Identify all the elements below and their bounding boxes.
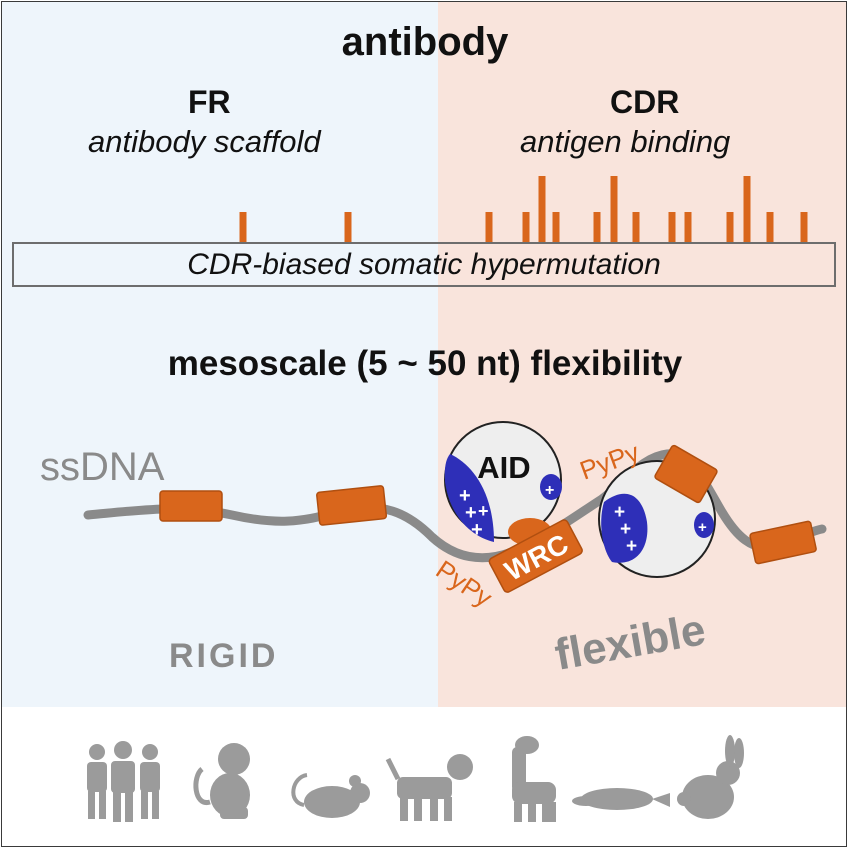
cdr-mutation-tick [522, 212, 530, 242]
dna-segment [654, 444, 718, 504]
svg-text:+: + [620, 519, 631, 540]
shm-label: CDR-biased somatic hypermutation [187, 248, 661, 281]
mutation-ticks [239, 176, 808, 242]
rigid-label: RIGID [169, 637, 278, 675]
fr-heading: FR [188, 84, 231, 120]
ssdna-label: ssDNA [40, 445, 165, 489]
flexible-label: flexible [551, 605, 709, 680]
cdr-mutation-tick [552, 212, 560, 242]
monkey-icon [193, 743, 250, 819]
cdr-mutation-tick [538, 176, 546, 242]
mouse-icon [291, 773, 370, 818]
aid-enzyme: + + + + + [444, 421, 562, 542]
figure-title: antibody [341, 20, 509, 64]
llama-icon [512, 736, 556, 822]
cdr-mutation-tick [610, 176, 618, 242]
mutation-and-dna-diagram: + + + + + AID + + + + WRC ssDNA PyPy P [40, 176, 827, 680]
cdr-heading: CDR [610, 84, 680, 120]
platypus-icon [572, 788, 670, 810]
shm-banner [12, 242, 836, 287]
dna-segment [159, 490, 223, 522]
svg-text:+: + [626, 536, 637, 557]
fr-subtitle: antibody scaffold [88, 124, 321, 159]
cdr-mutation-tick [766, 212, 774, 242]
svg-text:+: + [465, 502, 477, 524]
dog-icon [385, 754, 473, 821]
species-icons [87, 735, 744, 822]
mesoscale-label: mesoscale (5 ~ 50 nt) flexibility [167, 344, 683, 383]
cdr-mutation-tick [800, 212, 808, 242]
fr-panel [2, 2, 438, 707]
svg-text:+: + [698, 519, 707, 536]
dna-segment [749, 520, 817, 565]
cdr-mutation-tick [726, 212, 734, 242]
fr-mutation-tick [239, 212, 247, 242]
cdr-mutation-tick [743, 176, 751, 242]
cdr-mutation-tick [668, 212, 676, 242]
svg-text:+: + [459, 485, 471, 507]
svg-text:+: + [545, 482, 554, 499]
humans-icon [87, 741, 160, 822]
cdr-mutation-tick [632, 212, 640, 242]
svg-text:+: + [478, 501, 489, 521]
svg-text:+: + [614, 502, 625, 523]
cdr-mutation-tick [593, 212, 601, 242]
svg-text:+: + [471, 519, 483, 541]
fr-mutation-tick [344, 212, 352, 242]
dna-segment [316, 485, 388, 526]
pypy-label-lower: PyPy [431, 554, 498, 613]
cdr-mutation-tick [485, 212, 493, 242]
aid-label: AID [477, 450, 530, 485]
rabbit-icon [677, 735, 744, 819]
cdr-subtitle: antigen binding [520, 124, 731, 159]
cdr-mutation-tick [684, 212, 692, 242]
